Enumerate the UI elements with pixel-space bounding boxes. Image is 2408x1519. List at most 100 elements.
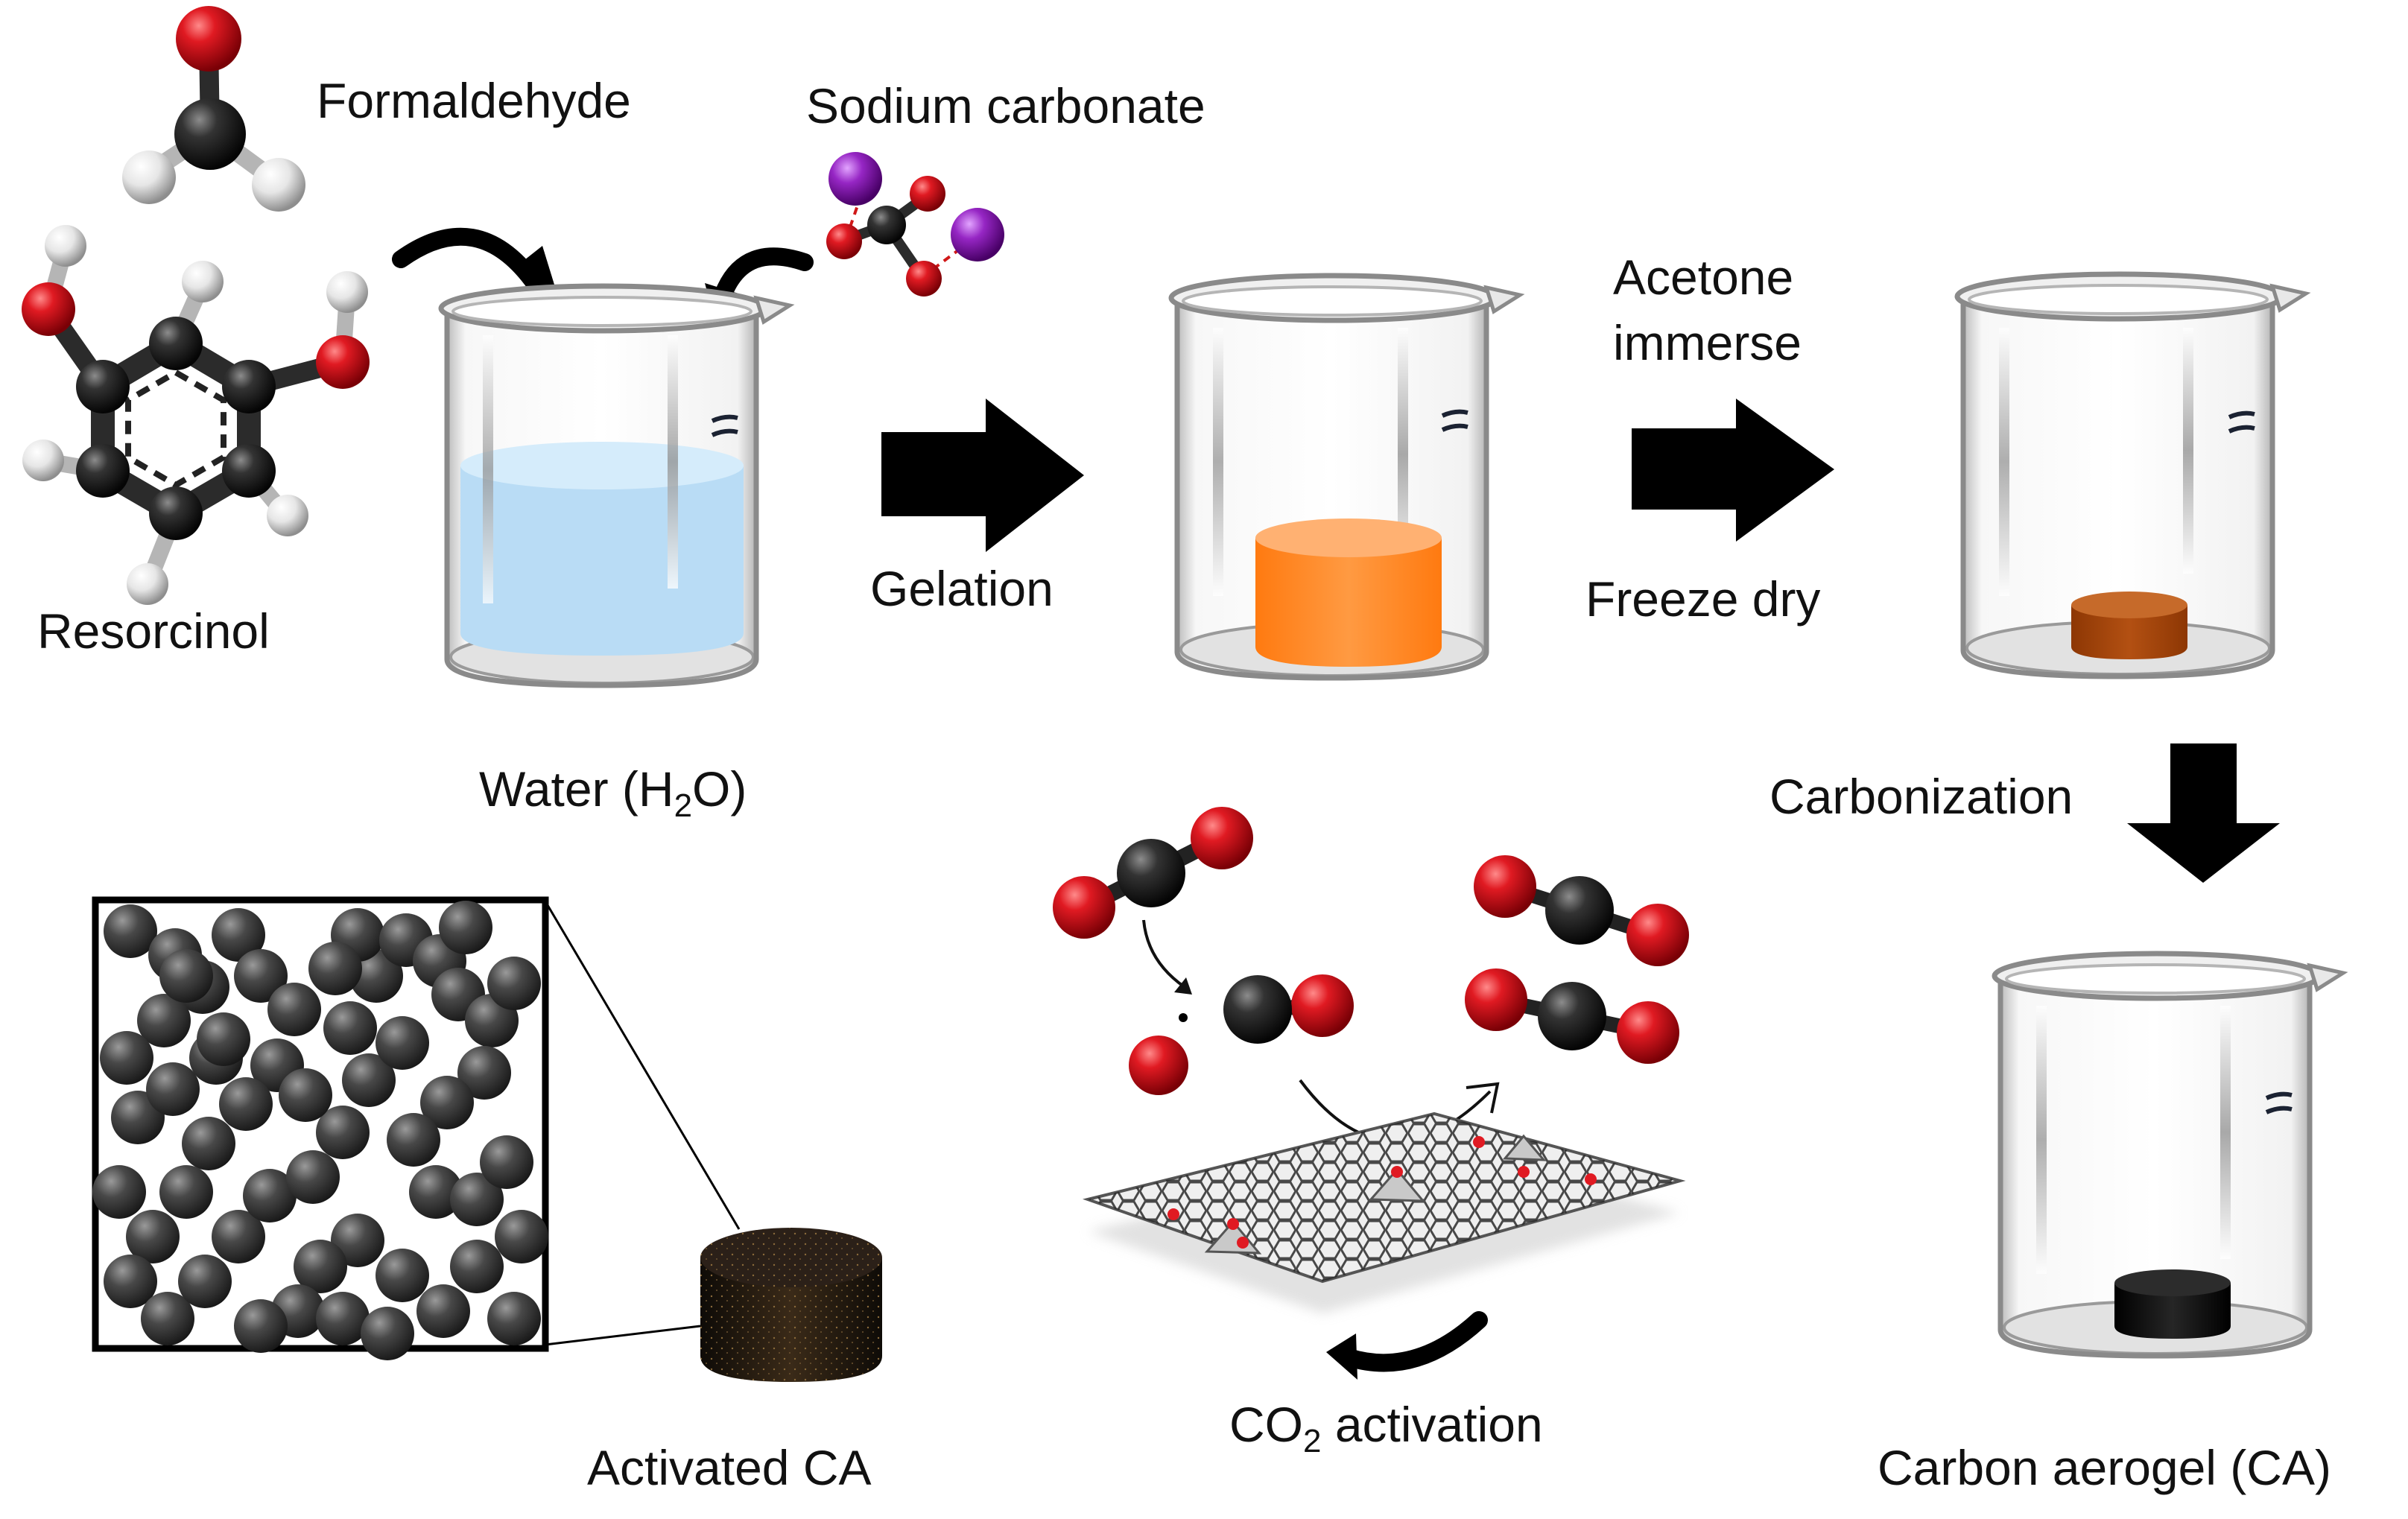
formaldehyde-molecule [122, 6, 305, 212]
dried-gel-cylinder [2071, 605, 2187, 659]
graphene-sheet [1082, 1111, 1686, 1313]
carbon-particle [450, 1240, 504, 1293]
carbon-particle [420, 1076, 474, 1129]
freeze-dry-label: Freeze dry [1585, 571, 1820, 627]
defect-site [1473, 1136, 1485, 1148]
carbon-particle [104, 904, 157, 958]
water-label: Water (H2O) [479, 761, 747, 824]
carbon-particle [126, 1210, 180, 1263]
carbon-particle [316, 1292, 370, 1345]
hydrogen-atom [122, 150, 176, 204]
formaldehyde-label: Formaldehyde [317, 73, 631, 128]
co-molecule [1223, 974, 1354, 1044]
carbon-particle [416, 1284, 470, 1338]
carbon-particle [487, 957, 541, 1010]
curved-arrow-left [392, 227, 542, 291]
co2-molecule-incoming [1053, 807, 1253, 939]
co2-activation-label: CO2 activation [1229, 1397, 1543, 1459]
carbon-particle [212, 1210, 265, 1263]
carbon-particle [294, 1240, 347, 1293]
carbon-atom [1223, 975, 1292, 1044]
carbon-particle [439, 901, 492, 954]
carbon-particle [495, 1210, 548, 1263]
curved-arrow-right [715, 247, 814, 301]
oxygen-atom [316, 335, 370, 389]
carbon-particle [146, 1062, 200, 1116]
defect-site [1391, 1166, 1403, 1178]
carbon-aerogel-cylinder [2114, 1283, 2231, 1339]
co-molecule-product-2 [1465, 968, 1679, 1064]
oxygen-atom [910, 176, 945, 212]
beaker-carbon-aerogel [1992, 951, 2348, 1359]
carbon-atom [867, 206, 906, 244]
beaker-dried-gel [1954, 271, 2311, 679]
oxygen-atom [1474, 855, 1536, 918]
carbon-particle [141, 1292, 194, 1345]
zoom-line-bottom [545, 1325, 701, 1346]
oxygen-atom [1291, 974, 1354, 1037]
carbon-particle [308, 942, 362, 995]
hydrogen-atom [326, 271, 368, 313]
carbon-particle [219, 1077, 273, 1131]
oxygen-atom [1617, 1001, 1679, 1064]
carbon-particle [376, 1016, 429, 1070]
zoom-line-top [544, 901, 741, 1230]
carbon-particle [349, 949, 403, 1003]
carbon-particle [323, 1001, 377, 1055]
carbon-particle [286, 1150, 340, 1204]
carbon-atom [76, 360, 130, 413]
carbon-atom [1545, 876, 1614, 945]
carbon-particle [234, 1299, 288, 1353]
carbon-particle [92, 1165, 146, 1219]
carbon-atom [222, 444, 276, 498]
carbon-aerogel-label: Carbon aerogel (CA) [1878, 1440, 2331, 1495]
carbon-particle [457, 1046, 511, 1100]
activated-ca-cylinder [700, 1228, 882, 1382]
carbon-particle [376, 1249, 429, 1302]
hydrogen-atom [127, 563, 168, 605]
carbon-particle [178, 1255, 232, 1308]
carbon-particle [159, 1165, 213, 1219]
acetone-label-line2: immerse [1613, 315, 1802, 370]
carbon-particle [267, 983, 321, 1036]
carbon-particle [480, 1135, 533, 1189]
carbon-particle [342, 1053, 396, 1107]
carbon-particle [487, 1292, 541, 1345]
oxygen-atom [1191, 807, 1253, 869]
carbon-particle [234, 949, 288, 1003]
oxygen-atom [1626, 904, 1689, 966]
oxygen-atom [1053, 876, 1115, 939]
oxygen-atom [176, 6, 241, 72]
radical-dot [1179, 1013, 1188, 1022]
carbon-particle [387, 1113, 440, 1167]
defect-site [1518, 1166, 1530, 1178]
carbon-particle [243, 1169, 297, 1223]
carbon-particle [100, 1031, 153, 1085]
co-molecule-product-1 [1474, 855, 1689, 966]
defect-site [1167, 1208, 1179, 1220]
oxygen-atom [1465, 968, 1527, 1031]
carbon-atom [174, 98, 246, 170]
carbon-particle [331, 1214, 384, 1267]
defect-site [1227, 1218, 1239, 1230]
sodium-carbonate-molecule [826, 152, 1004, 296]
carbon-atom [1117, 839, 1185, 907]
carbon-particle [409, 1165, 463, 1219]
activation-curved-arrow [1340, 1311, 1488, 1372]
defect-site [1237, 1237, 1249, 1249]
carbon-particle [279, 1068, 332, 1122]
oxygen-atom [906, 261, 942, 296]
carbon-particle-network [92, 901, 548, 1360]
beaker-water [438, 283, 795, 688]
water-liquid [460, 466, 744, 656]
carbon-particle [316, 1106, 370, 1159]
carbon-particle [137, 994, 191, 1047]
carbon-particle [197, 1012, 250, 1066]
acetone-freeze-dry-arrow [1632, 399, 1834, 542]
carbon-atom [149, 486, 203, 540]
hydrogen-atom [182, 261, 224, 302]
hydrogen-atom [22, 440, 64, 481]
carbonization-arrow [2127, 743, 2280, 883]
hydrogen-atom [45, 225, 86, 267]
carbon-particle [212, 908, 265, 962]
